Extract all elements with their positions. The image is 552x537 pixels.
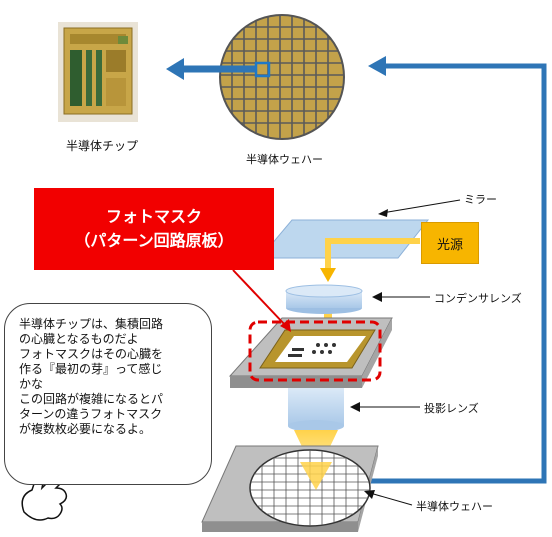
arrow-feedback-loop [362, 56, 547, 484]
projection-lens-label: 投影レンズ [424, 402, 479, 415]
photomask-title: フォトマスク [105, 207, 202, 226]
speech-bubble: 半導体チップは、集積回路 の心臓となるものだよ フォトマスクはその心臓を 作る『… [4, 303, 212, 485]
photomask-subtitle: （パターン回路原板） [74, 231, 234, 250]
wafer-top-image [219, 14, 345, 140]
photomask-callout: フォトマスク （パターン回路原板） [34, 188, 274, 270]
chip-image [58, 22, 138, 122]
bubble-line: 半導体チップは、集積回路 [19, 317, 164, 331]
wafer-bottom-image [249, 449, 371, 527]
bubble-line: かな [19, 377, 44, 391]
light-source-label: 光源 [436, 237, 463, 253]
pointer-arrow-to-mask [232, 269, 287, 327]
wafer-bottom-label: 半導体ウェハー [416, 500, 493, 513]
arrow-wafer-to-chip [166, 58, 255, 80]
chip-label: 半導体チップ [66, 139, 139, 153]
bubble-line: ターンの違うフォトマスク [19, 407, 163, 421]
bubble-line: フォトマスクはその心臓を [19, 347, 164, 361]
bubble-line: この回路が複雑になるとパ [19, 392, 164, 406]
bubble-line: 作る『最初の芽』って感じ [19, 362, 163, 376]
photomask-highlight [248, 320, 382, 382]
condenser-lens-image [285, 284, 363, 314]
wafer-top-label: 半導体ウェハー [246, 153, 323, 166]
condenser-lens-label: コンデンサレンズ [434, 292, 522, 305]
mirror-label: ミラー [464, 193, 497, 206]
bubble-line: が複数枚必要になるよ。 [19, 422, 152, 436]
photomask-image [259, 329, 376, 369]
light-source-box: 光源 [421, 222, 479, 264]
bubble-line: の心臓となるものだよ [19, 332, 139, 346]
